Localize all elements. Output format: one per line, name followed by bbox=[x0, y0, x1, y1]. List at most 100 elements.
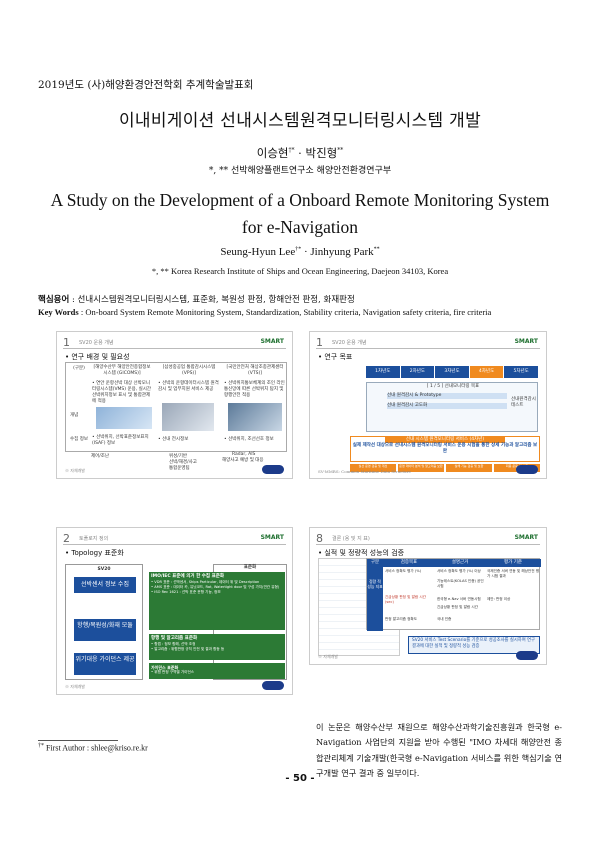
conference-header: 2019년도 (사)해양환경안전학회 추계학술발표회 bbox=[38, 79, 254, 91]
authors-korean: 이승현†* · 박진형** bbox=[0, 145, 600, 161]
title-korean: 이내비게이션 선내시스템원격모니터링시스템 개발 bbox=[118, 111, 482, 131]
slide-source: SV-MMRS: Common Maritime Data Structure bbox=[318, 469, 411, 474]
goal-side: 선내원격감시 테스트 bbox=[511, 397, 536, 408]
footer-label: 해양사고 예방 및 대응 bbox=[222, 458, 264, 463]
kriso-logo bbox=[516, 651, 538, 660]
affiliation-korean: *, ** 선박해양플랜트연구소 해양안전환경연구부 bbox=[208, 166, 392, 176]
affiliation-english: *, ** Korea Research Institute of Ships … bbox=[151, 266, 449, 276]
sv20-title: SV20 bbox=[97, 567, 111, 572]
keywords-korean: 핵심용어 : 선내시스템원격모니터링시스템, 표준화, 복원성 판정, 항해안전… bbox=[38, 293, 355, 305]
slide-heading: • 실적 및 정량적 성능의 검증 bbox=[318, 549, 405, 557]
goal-row-b: 선내 원격감시 고도화 bbox=[387, 403, 507, 409]
slide-verification: 8 결론 (용 및 지 표) SMART • 실적 및 정량적 성능의 검증 구… bbox=[309, 527, 547, 665]
standard-block-2: 항행 및 알고리즘 표준화 • 항법 : 정보 항해, 선박 조정 • 알고리즘… bbox=[149, 634, 285, 660]
stage-1: 1차년도 bbox=[366, 366, 400, 378]
gicoms-desc: • 연안 운항선박 대상 선박모니터링시스템(VMS) 운용, 실시간 선박위치… bbox=[92, 381, 152, 404]
table-cell: 서비스 정확도 평가 (%) bbox=[385, 569, 422, 573]
stage-5: 5차년도 bbox=[504, 366, 538, 378]
author-1-en-mark: †* bbox=[295, 246, 302, 253]
table-header-cell: 검증목표 bbox=[400, 560, 418, 565]
footer-label: 제어/조난 bbox=[91, 454, 110, 459]
slide-number: 1 bbox=[316, 336, 323, 349]
slide-section-tag: 토폴로지 정의 bbox=[79, 536, 109, 542]
author-2-en: Jinhyung Park bbox=[310, 246, 374, 258]
keywords-english-text: : On-board System Remote Monitoring Syst… bbox=[78, 307, 492, 317]
page-number: - 50 - bbox=[285, 773, 315, 784]
slide-number: 2 bbox=[63, 532, 70, 545]
table-cell: 서비스 정확도 평가 (%) 이상 bbox=[437, 569, 481, 573]
authors-english: Seung-Hyun Lee†* · Jinhyung Park** bbox=[0, 246, 600, 258]
table-header-cell: 평가 기준 bbox=[504, 560, 522, 565]
keywords-korean-text: : 선내시스템원격모니터링시스템, 표준화, 복원성 판정, 항해안전 판정, … bbox=[69, 295, 355, 305]
highlight-box: 선내 시스템 원격모니터링 서비스 (4차년) 실제 제작선 대상으로 선내시스… bbox=[350, 436, 540, 462]
sv20-box: 항행/복원성/화재 모듈 bbox=[74, 619, 136, 641]
year-stage-bar: 1차년도 2차년도 3차년도 4차년도 5차년도 bbox=[366, 366, 538, 378]
standard-2-line: • 알고리즘 : 위협판정 규칙 안전 및 결과 항등 등 bbox=[151, 647, 225, 651]
standard-1-line: • ISO Rec 1621 : 선박 표준 운항 기능, 정보 bbox=[151, 590, 221, 594]
table-cell: 기능테스트(KOLAS 인증) 공인시험 bbox=[437, 579, 484, 588]
table-cell: 긴급상황 판정 및 알람 시간 (sec) bbox=[385, 595, 426, 604]
slide-section-tag: SV20 운용 개념 bbox=[79, 340, 114, 346]
vps-screenshot bbox=[162, 403, 214, 431]
table-header-cell: 구분 bbox=[370, 560, 380, 565]
verification-table: 구분 검증목표 설명근거 평가 기준 정량 적 성능 지표 서비스 정확도 평가… bbox=[366, 558, 541, 631]
slide-rule bbox=[63, 544, 286, 545]
standard-3-title: 가이던스 표준화 bbox=[151, 665, 179, 670]
table-cell: 제안: 판정 이상 bbox=[487, 597, 511, 601]
keywords-korean-label: 핵심용어 bbox=[38, 295, 70, 305]
slide-source: ※ 자체개발 bbox=[318, 654, 338, 659]
comparison-table: (구분) [해양수산부 해양안전종합정보시스템 (GICOMS)] [삼성중공업… bbox=[65, 362, 287, 452]
author-separator-en: · bbox=[301, 246, 311, 258]
table-cell: 국내 인증 bbox=[437, 617, 452, 621]
footer-label: 위성/기반 bbox=[169, 454, 188, 459]
sv20-box: 선박센서 정보 수집 bbox=[74, 577, 136, 593]
slide-number: 8 bbox=[316, 532, 323, 545]
slide-section-tag: SV20 운용 개념 bbox=[332, 340, 367, 346]
author-2-en-mark: ** bbox=[373, 246, 380, 253]
keywords-english-label: Key Words bbox=[38, 307, 79, 317]
slide-number: 1 bbox=[63, 336, 70, 349]
slide-research-goal: 1 SV20 운용 개념 SMART • 연구 목표 1차년도 2차년도 3차년… bbox=[309, 331, 547, 479]
standard-block-3: 가이던스 표준화 • 위협 판정 구역별 가이던스 bbox=[149, 663, 285, 679]
gicoms-collected: • 선박위치, 선박표준정보표지 (ISAF) 정보 bbox=[92, 435, 149, 446]
highlight-text: 실제 제작선 대상으로 선내시스템 원격모니터링 서비스 운용 시험을 통한 상… bbox=[352, 443, 538, 454]
slide-section-tag: 결론 (용 및 지 표) bbox=[332, 536, 370, 542]
slide-heading: • 연구 배경 및 필요성 bbox=[65, 353, 130, 361]
author-2: 박진형 bbox=[305, 146, 338, 160]
standard-3-line: • 위협 판정 구역별 가이던스 bbox=[151, 670, 195, 674]
stage-4: 4차년도 bbox=[469, 366, 504, 378]
slide-rule bbox=[316, 348, 540, 349]
author-2-mark: ** bbox=[337, 147, 344, 155]
kriso-logo bbox=[262, 681, 284, 690]
stage-2: 2차년도 bbox=[400, 366, 435, 378]
author-1: 이승현 bbox=[256, 146, 289, 160]
small-box: 운영 데이터 분석 및 알고리즘 보완 bbox=[398, 464, 444, 472]
footer-label: 선박/해경/사고 bbox=[169, 460, 197, 465]
standard-block-1: IMO/IEC 표준에 의거 한 수집 표준화 • VDR 표준 : 선박센서,… bbox=[149, 572, 285, 630]
goal-row-a: 선내 원격감시 & Prototype bbox=[387, 393, 507, 399]
vts-screenshot bbox=[228, 403, 282, 431]
slide-heading: • Topology 표준화 bbox=[65, 549, 124, 557]
standard-2-line: • 항법 : 정보 항해, 선박 조정 bbox=[151, 642, 196, 646]
table-cell: 한국형 e-Nav 서버 연동시험 bbox=[437, 597, 481, 601]
author-separator: · bbox=[294, 146, 306, 160]
footnote-rule bbox=[38, 740, 118, 741]
gicoms-screenshot bbox=[96, 407, 152, 429]
footnote-text: First Author : shlee@kriso.re.kr bbox=[46, 743, 148, 753]
author-1-mark: †* bbox=[288, 147, 295, 155]
table-cell: 판정 알고리즘 정확도 bbox=[385, 617, 418, 621]
smart-logo: SMART bbox=[260, 338, 284, 345]
slide-source: ※ 자체개발 bbox=[65, 684, 85, 689]
small-box: 실선 운영 검증 및 개선 bbox=[350, 464, 396, 472]
keywords-english: Key Words : On-board System Remote Monit… bbox=[38, 307, 491, 317]
row-label: 개념 bbox=[70, 413, 79, 418]
smart-logo: SMART bbox=[260, 534, 284, 541]
stage-3: 3차년도 bbox=[435, 366, 469, 378]
slide-rule bbox=[316, 544, 540, 545]
goal-table: [ 1 / 5 ] 선내모니터링 목표 선내 원격감시 & Prototype … bbox=[366, 382, 538, 432]
slide-heading: • 연구 목표 bbox=[318, 353, 353, 361]
title-english: A Study on the Development of a Onboard … bbox=[50, 190, 550, 237]
goal-table-title: [ 1 / 5 ] 선내모니터링 목표 bbox=[426, 384, 480, 389]
footer-label: Radar, AIS bbox=[232, 452, 256, 457]
sv20-box: 위기대응 가이던스 제공 bbox=[74, 653, 136, 675]
